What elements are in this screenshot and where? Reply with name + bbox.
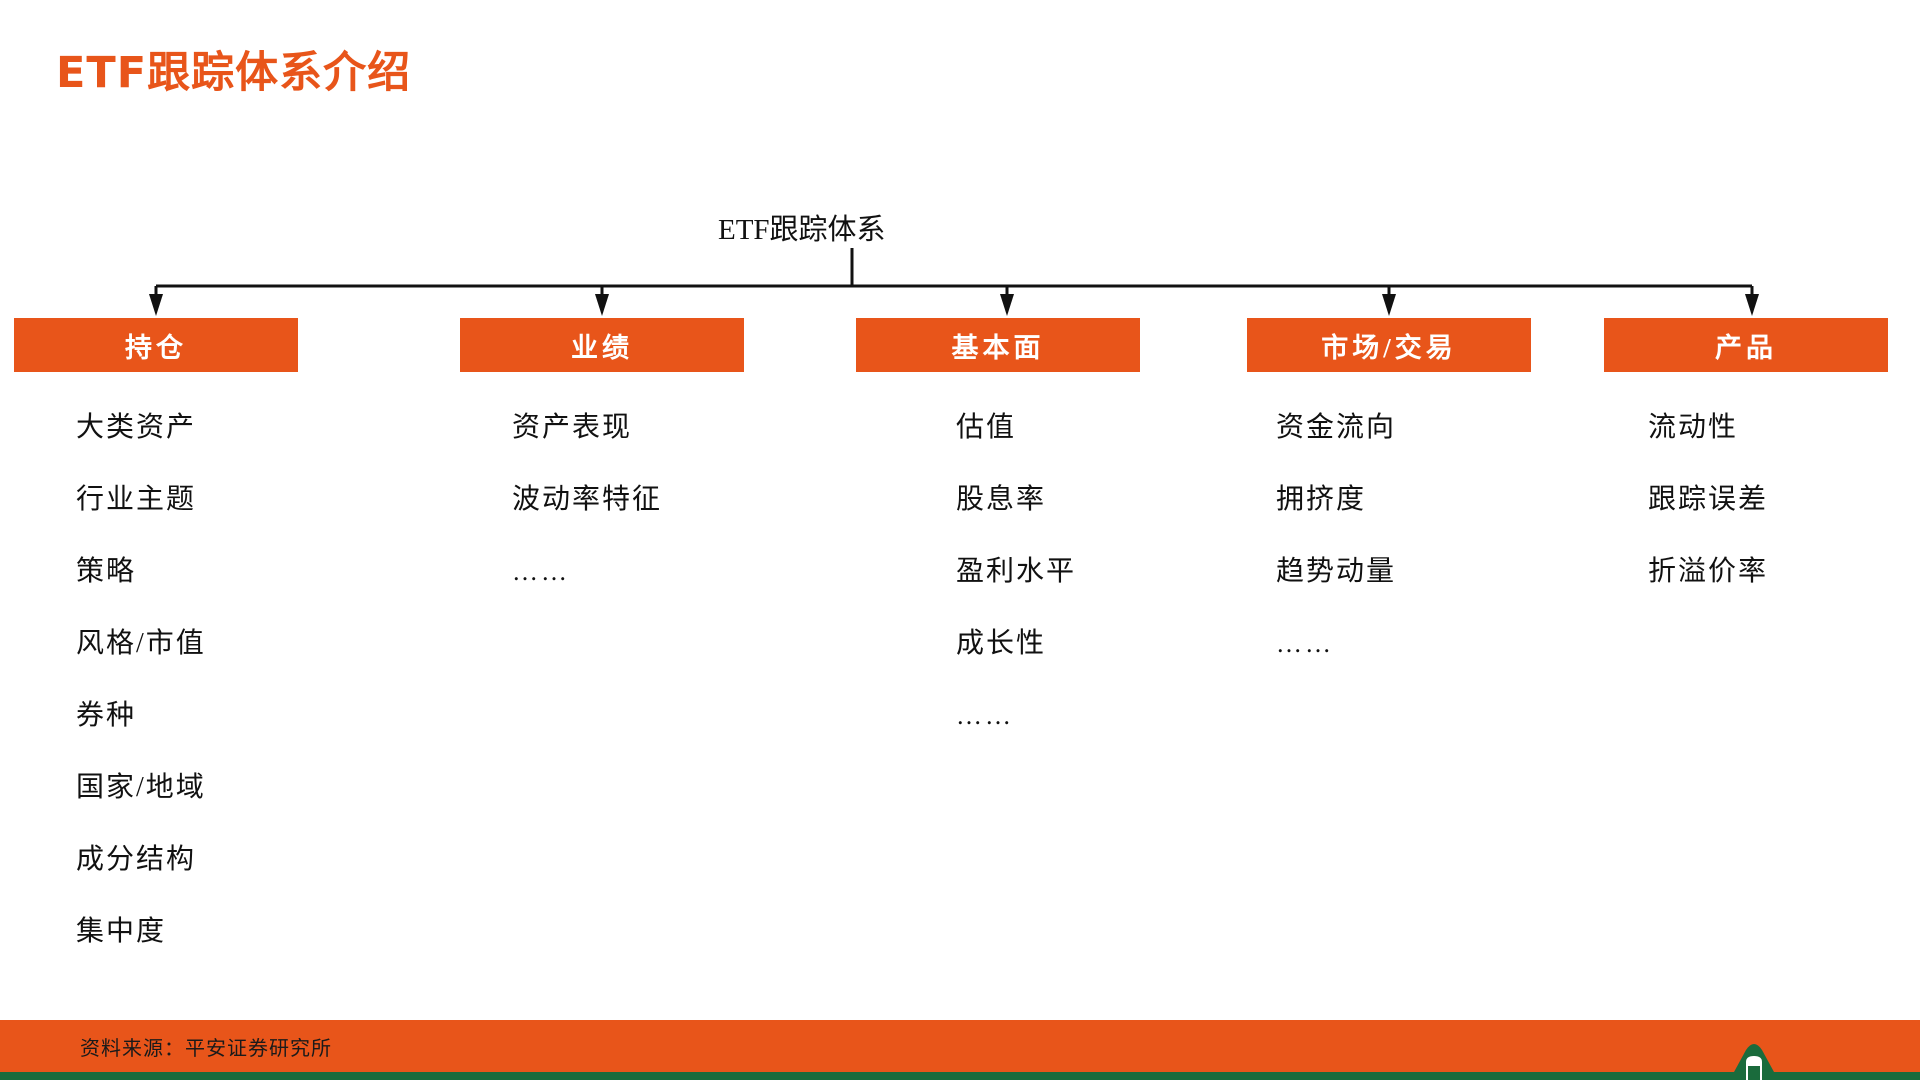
branch-header-label-3: 基本面 [951,332,1045,363]
list-item: 国家/地域 [76,772,206,803]
list-item: 风格/市值 [76,628,206,659]
list-item: 券种 [76,700,137,731]
list-item: 资产表现 [512,412,633,443]
list-item: 大类资产 [76,412,197,443]
list-item: 集中度 [76,916,167,947]
list-item-ellipsis: …… [512,557,570,586]
list-item: 策略 [76,556,137,587]
list-item: 资金流向 [1276,412,1397,443]
page-title: ETF跟踪体系介绍 [56,48,412,98]
list-item: 成长性 [956,628,1047,659]
branch-header-box-1[interactable]: 持仓 [14,318,298,372]
list-item: 成分结构 [76,844,197,875]
branch-items-column-2: 资产表现 波动率特征 …… [512,408,662,624]
source-note: 资料来源：平安证券研究所 [80,1038,332,1060]
list-item: 波动率特征 [512,484,663,515]
list-item: 跟踪误差 [1648,484,1769,515]
branch-header-box-4[interactable]: 市场/交易 [1247,318,1531,372]
diagram-root-label: ETF跟踪体系 [718,214,886,246]
list-item: 拥挤度 [1276,484,1367,515]
list-item-ellipsis: …… [1276,629,1334,658]
list-item: 盈利水平 [956,556,1077,587]
list-item: 流动性 [1648,412,1739,443]
branch-header-box-3[interactable]: 基本面 [856,318,1140,372]
footer-green-rule [0,1072,1920,1080]
branch-header-label-2: 业绩 [571,332,633,363]
diagram-connectors [149,248,1759,316]
branch-header-label-4: 市场/交易 [1321,332,1457,363]
branch-header-box-2[interactable]: 业绩 [460,318,744,372]
list-item: 估值 [956,412,1017,443]
list-item: 行业主题 [76,484,197,515]
branch-header-label-1: 持仓 [125,332,187,363]
list-item: 折溢价率 [1648,556,1769,587]
list-item: 趋势动量 [1276,556,1397,587]
branch-items-column-4: 资金流向 拥挤度 趋势动量 …… [1276,408,1396,696]
pingan-arch-logo-icon [1716,1036,1792,1080]
branch-items-column-5: 流动性 跟踪误差 折溢价率 [1648,408,1768,624]
branch-header-box-5[interactable]: 产品 [1604,318,1888,372]
branch-items-column-3: 估值 股息率 盈利水平 成长性 …… [956,408,1076,768]
branch-items-column-1: 大类资产 行业主题 策略 风格/市值 券种 国家/地域 成分结构 集中度 [76,408,206,984]
list-item: 股息率 [956,484,1047,515]
footer-band: 资料来源：平安证券研究所 [0,1020,1920,1072]
list-item-ellipsis: …… [956,701,1014,730]
branch-header-label-5: 产品 [1715,332,1777,363]
